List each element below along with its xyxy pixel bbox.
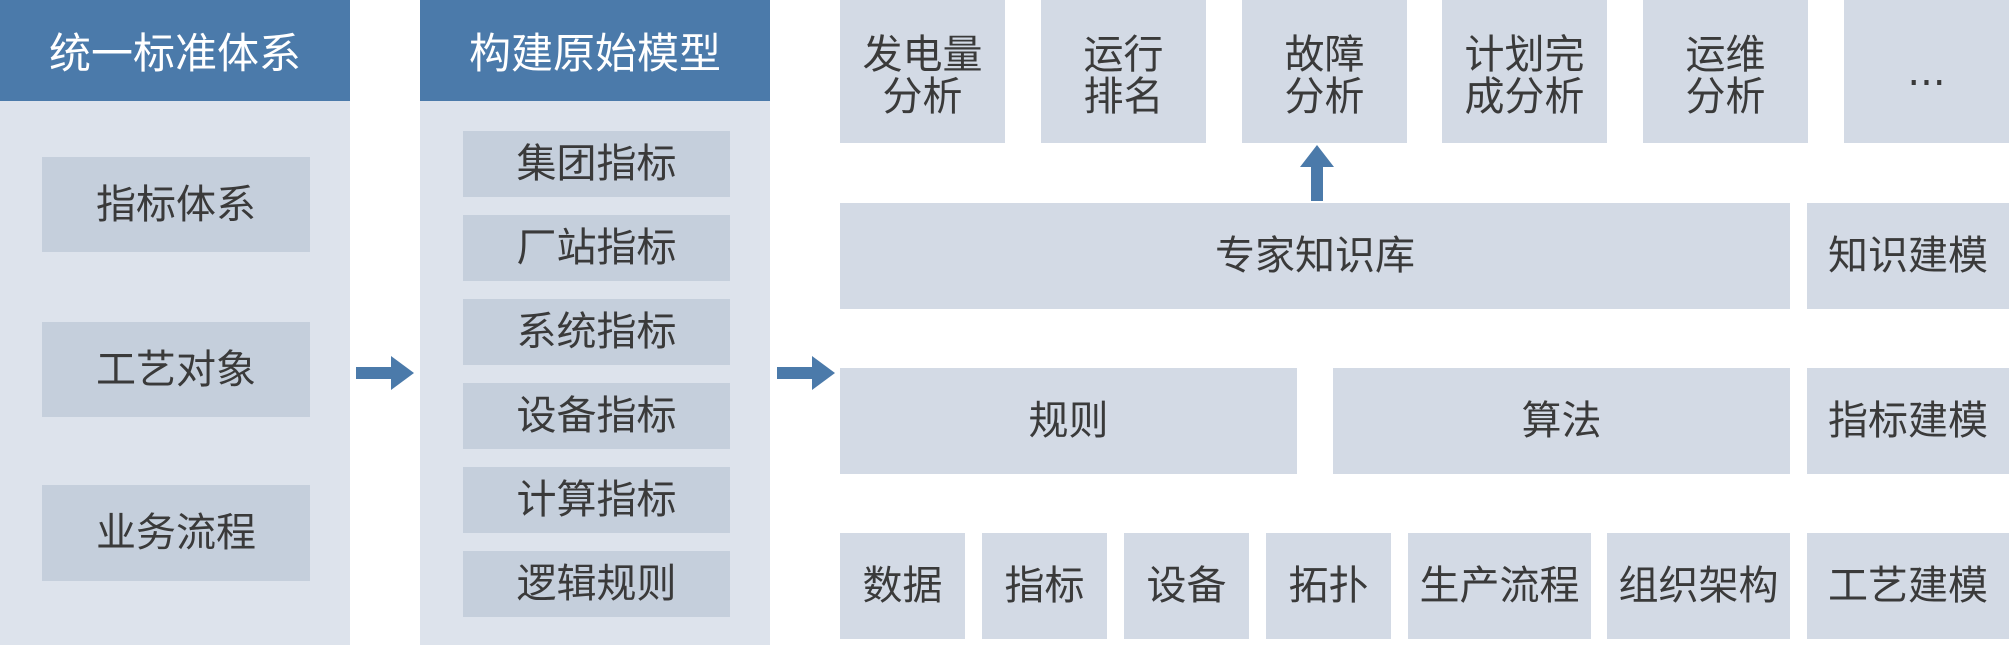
app-more: ...	[1844, 0, 2009, 143]
production-flow-box: 生产流程	[1408, 533, 1591, 639]
indicator-modeling: 指标建模	[1807, 368, 2009, 474]
arrow-up-icon	[1300, 145, 1334, 201]
app-operation-ranking: 运行 排名	[1041, 0, 1206, 143]
standard-system-title: 统一标准体系	[0, 0, 350, 101]
business-flow-box: 业务流程	[42, 485, 310, 581]
arrow-right-icon	[777, 356, 835, 390]
device-indicator-box: 设备指标	[463, 383, 730, 449]
app-power-generation: 发电量 分析	[840, 0, 1005, 143]
indicator-box: 指标	[982, 533, 1107, 639]
data-box: 数据	[840, 533, 965, 639]
indicator-system-box: 指标体系	[42, 157, 310, 252]
expert-knowledge-base: 专家知识库	[840, 203, 1790, 309]
logic-rule-box: 逻辑规则	[463, 551, 730, 617]
system-indicator-box: 系统指标	[463, 299, 730, 365]
org-structure-box: 组织架构	[1607, 533, 1790, 639]
topology-box: 拓扑	[1266, 533, 1391, 639]
arrow-right-icon	[356, 356, 414, 390]
algorithm-box: 算法	[1333, 368, 1790, 474]
knowledge-modeling: 知识建模	[1807, 203, 2009, 309]
station-indicator-box: 厂站指标	[463, 215, 730, 281]
calc-indicator-box: 计算指标	[463, 467, 730, 533]
app-fault-analysis: 故障 分析	[1242, 0, 1407, 143]
process-object-box: 工艺对象	[42, 322, 310, 417]
process-modeling: 工艺建模	[1807, 533, 2009, 639]
rules-box: 规则	[840, 368, 1297, 474]
app-plan-completion: 计划完 成分析	[1442, 0, 1607, 143]
app-om-analysis: 运维 分析	[1643, 0, 1808, 143]
device-box: 设备	[1124, 533, 1249, 639]
group-indicator-box: 集团指标	[463, 131, 730, 197]
build-model-title: 构建原始模型	[420, 0, 770, 101]
